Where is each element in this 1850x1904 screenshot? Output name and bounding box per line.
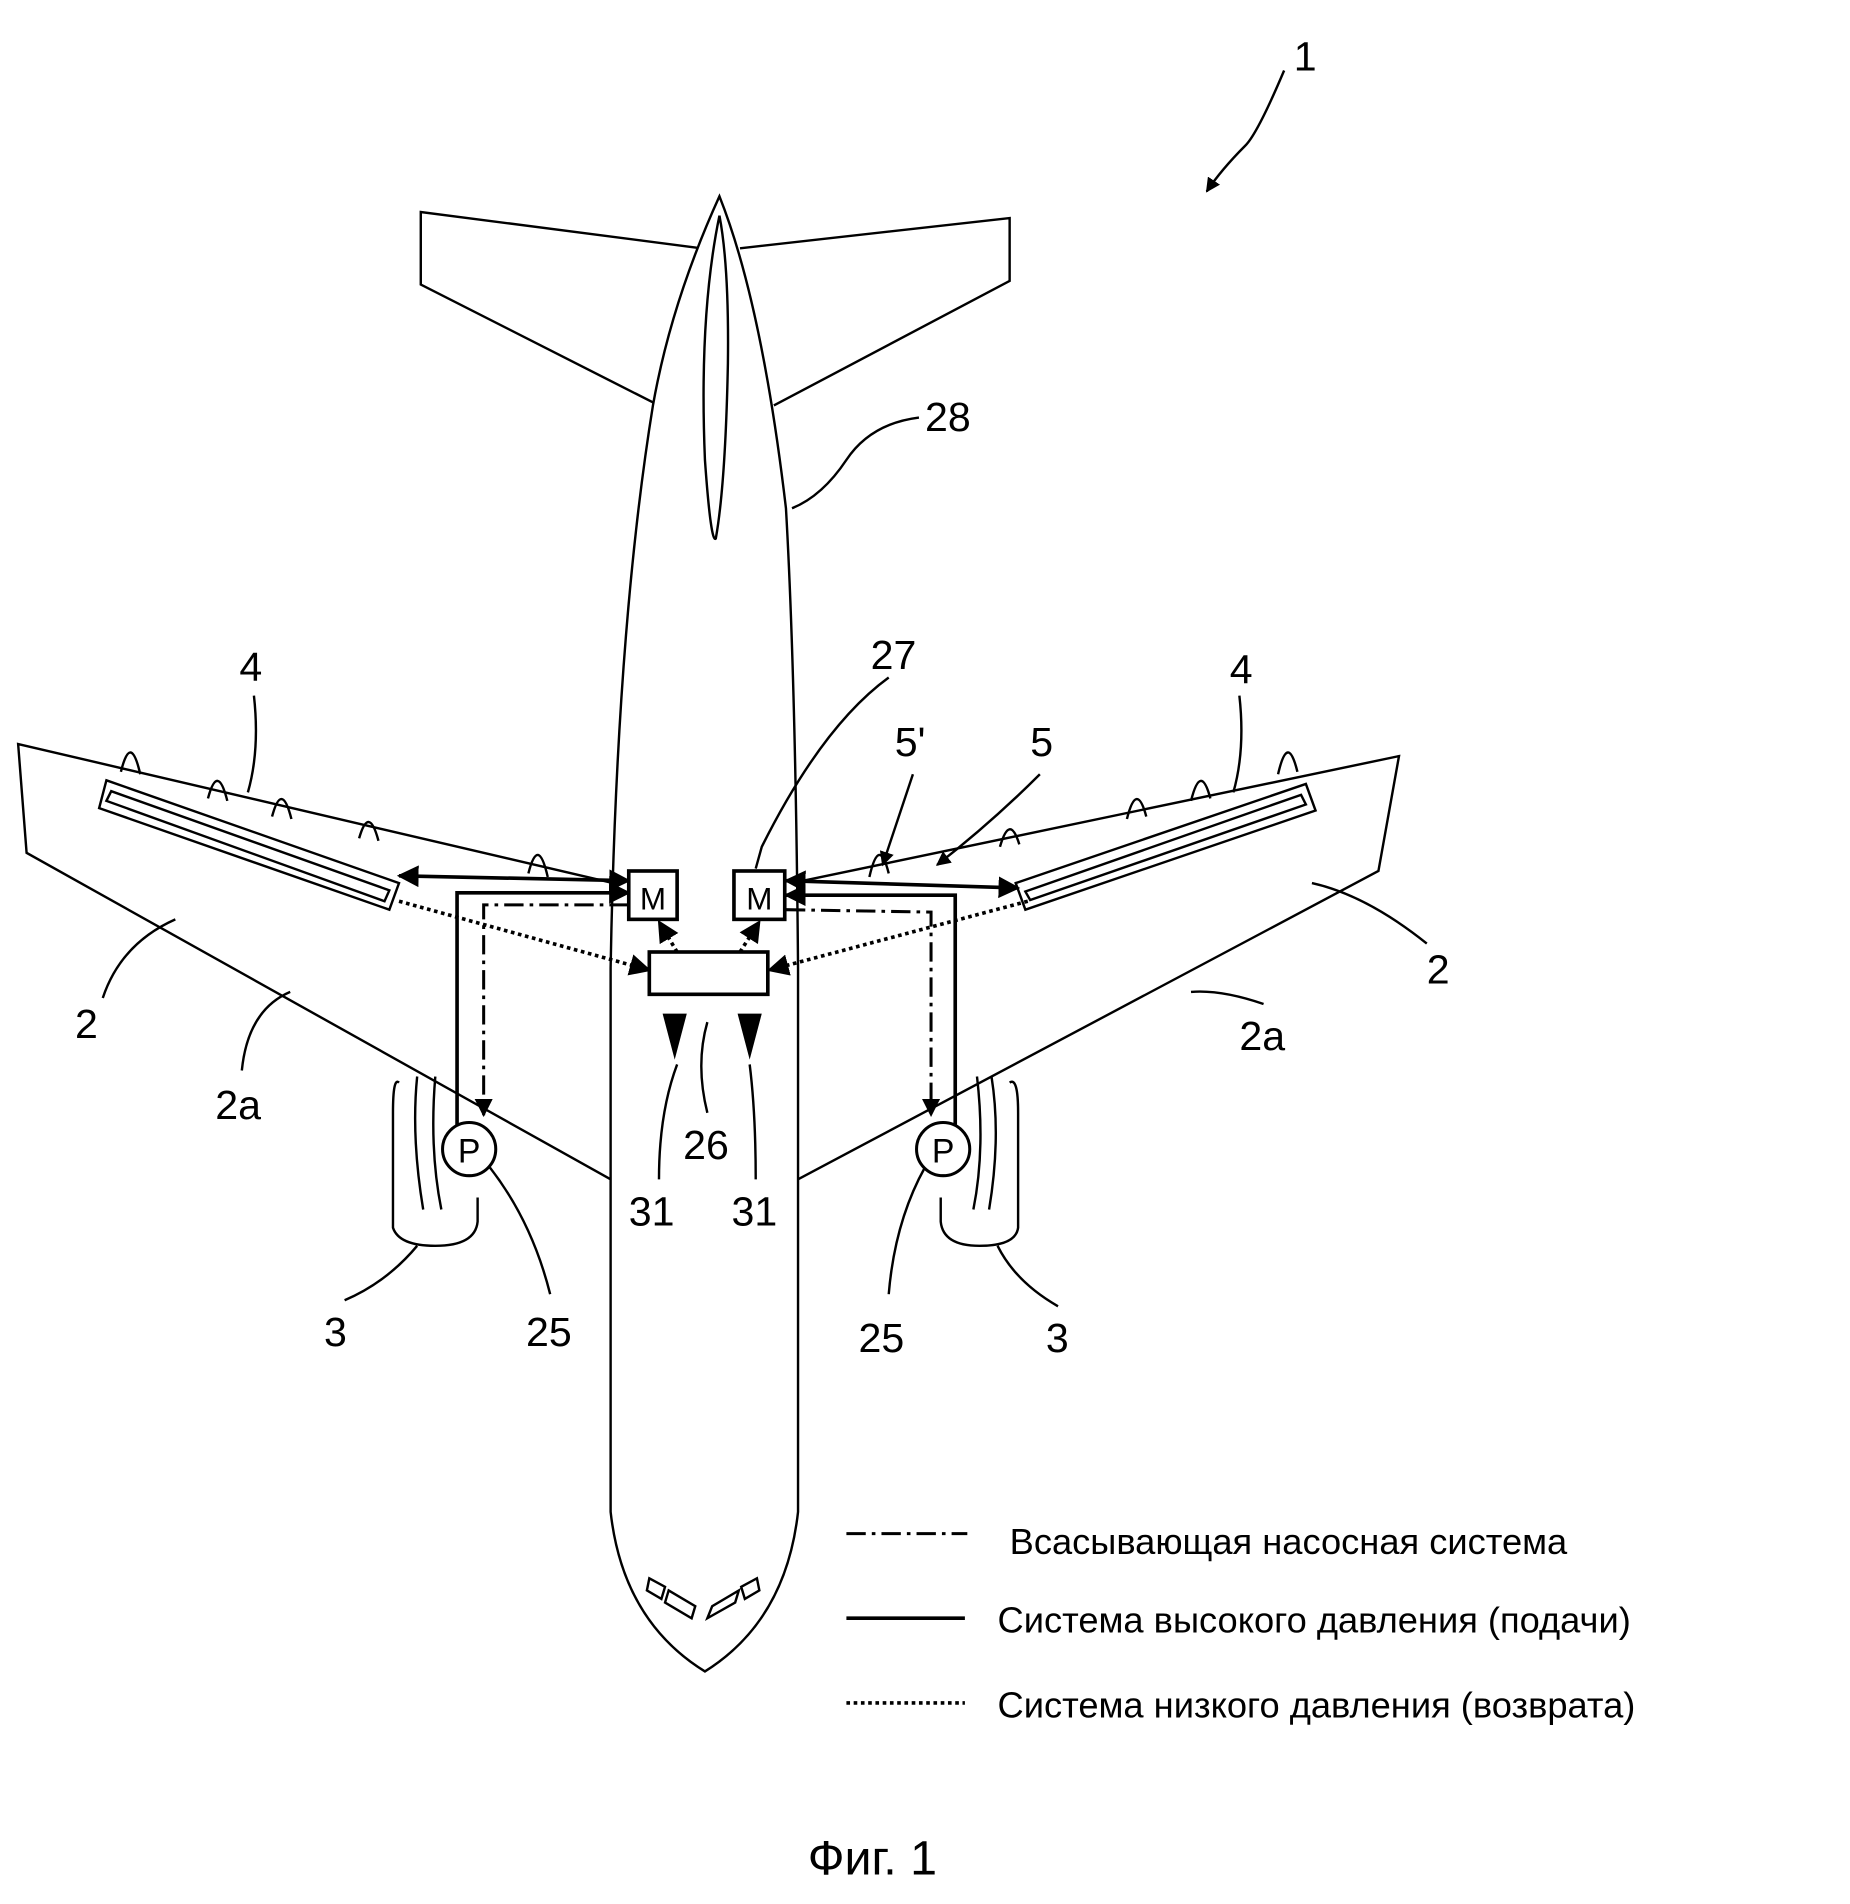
label-pump-left: 25 [526,1309,572,1355]
right-wing [791,754,1401,1181]
label-flap-right: 4 [1230,647,1253,693]
sensor-left-icon [662,1013,687,1060]
vertical-fin [702,215,730,540]
legend-low-pressure: Система низкого давления (возврата) [998,1684,1636,1725]
low-pressure-line [738,919,761,953]
high-pressure-line [783,870,1021,899]
label-wing-right: 2 [1427,946,1450,992]
svg-text:M: M [746,882,772,917]
right-engine [939,1076,1020,1248]
label-engine-right: 3 [1046,1315,1069,1361]
label-actuator: 5 [1030,719,1053,765]
suction-line [785,908,941,1118]
svg-text:P: P [932,1132,955,1170]
label-system: 1 [1294,34,1317,80]
pump-right: P [915,1120,972,1178]
label-controller: 26 [683,1122,729,1168]
sensor-right-icon [737,1013,762,1060]
left-engine [391,1076,479,1248]
label-pump-right: 25 [858,1315,904,1361]
left-flap [97,778,401,912]
suction-line [474,903,629,1118]
label-engine-left: 3 [324,1309,347,1355]
left-wing [16,742,614,1181]
right-flap [1014,782,1318,912]
low-pressure-line [657,919,679,953]
svg-text:P: P [458,1132,481,1170]
svg-text:M: M [640,882,666,917]
label-trailing-edge-left: 2a [215,1082,261,1128]
high-pressure-line [396,865,631,892]
pump-left: P [441,1120,498,1178]
label-wing-left: 2 [75,1001,98,1047]
left-stabilizer [419,210,702,407]
controller-box [647,950,770,997]
high-pressure-line [783,884,958,1125]
legend-suction: Всасывающая насосная система [1010,1521,1568,1562]
leader-lines [101,70,1428,1308]
label-motor: 27 [871,632,917,678]
figure-caption: Фиг. 1 [808,1832,937,1886]
label-sensor-left: 31 [629,1188,675,1234]
legend: Всасывающая насосная система Система выс… [846,1521,1635,1725]
label-sensor-right: 31 [732,1188,778,1234]
right-stabilizer [739,216,1011,407]
label-flap-left: 4 [239,644,262,690]
motor-right: M [732,869,787,922]
label-trailing-edge-right: 2a [1239,1013,1285,1059]
motor-left: M [626,869,679,922]
label-actuator-prime: 5' [895,719,926,765]
high-pressure-line [455,881,631,1125]
legend-high-pressure: Система высокого давления (подачи) [998,1600,1631,1641]
label-fuselage: 28 [925,394,971,440]
flap-track-fairings [119,751,1299,878]
fuselage [609,193,800,1673]
low-pressure-line [766,899,1029,976]
cockpit-windows [645,1576,761,1621]
